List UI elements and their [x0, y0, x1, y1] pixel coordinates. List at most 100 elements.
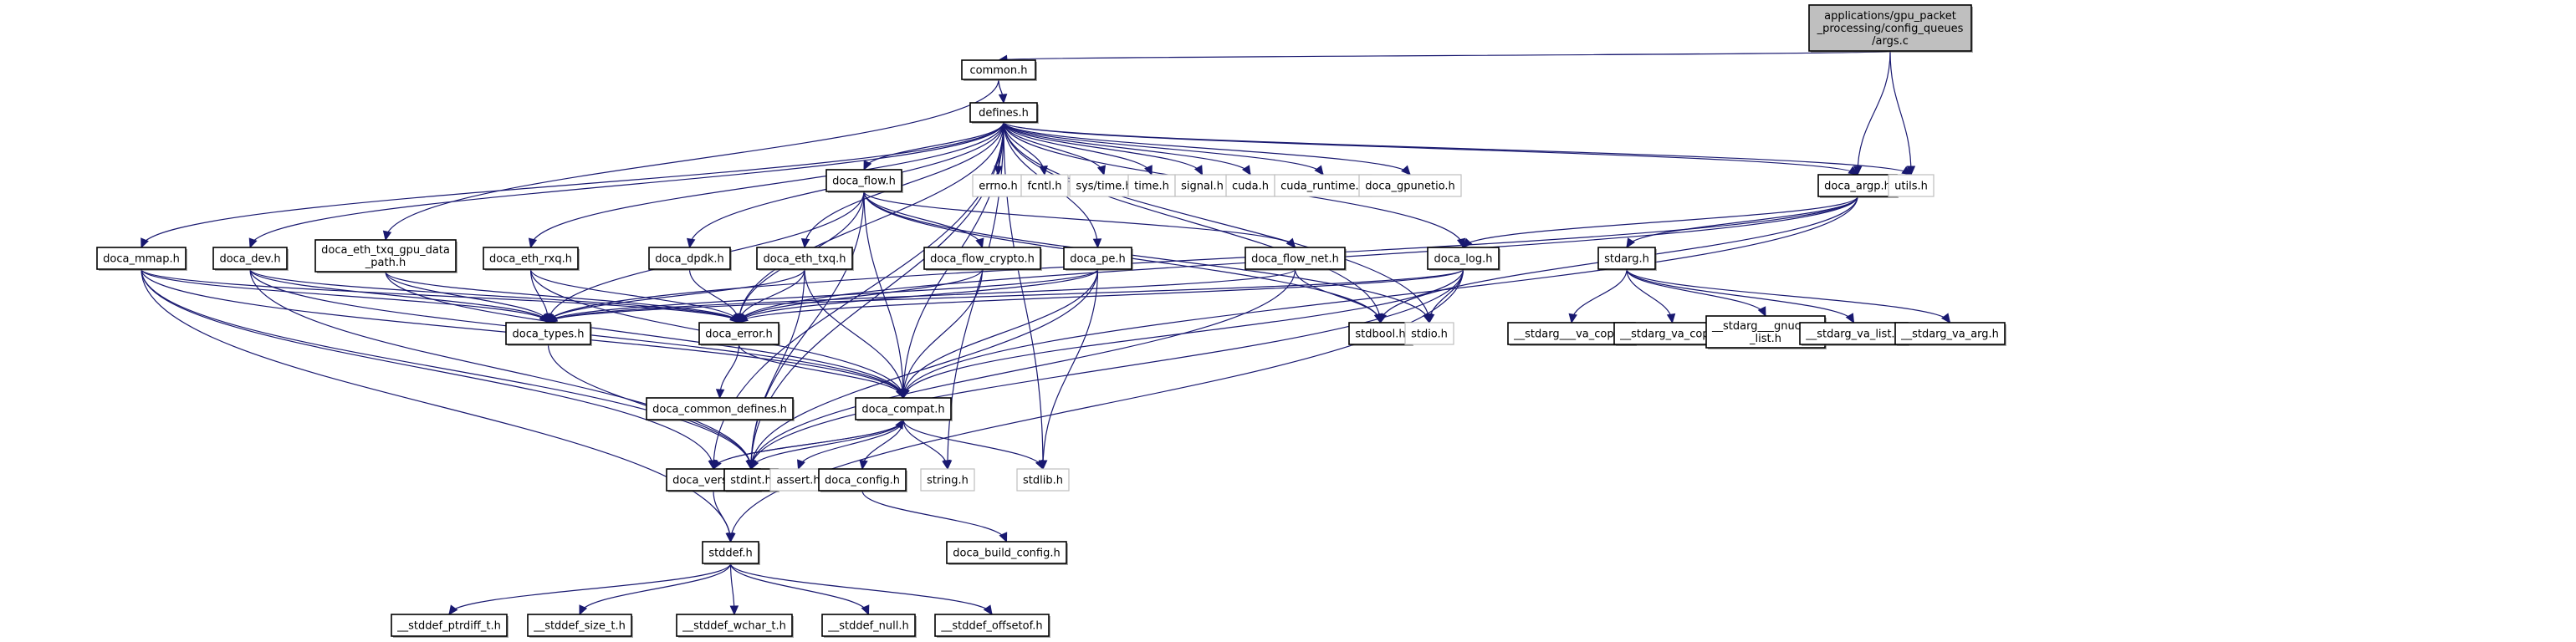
node-common-h[interactable]: common.h	[961, 59, 1037, 81]
node-label: sys/time.h	[1076, 181, 1132, 193]
node-box	[1274, 174, 1372, 197]
arrowhead-doca_flow_net_h-to-stdbool_h	[1373, 313, 1383, 324]
node-doca-flow-net-h[interactable]: doca_flow_net.h	[1245, 247, 1347, 271]
node-box	[920, 468, 975, 492]
arrowhead-doca_compat_h-to-stdint_h	[750, 459, 759, 471]
arrowhead-common_h-to-doca_eth_txq_gpu_data_path_h	[382, 230, 392, 242]
node-label: doca_mmap.h	[103, 253, 180, 266]
node-doca-log-h[interactable]: doca_log.h	[1427, 247, 1500, 271]
node-label: __stddef_wchar_t.h	[682, 620, 786, 633]
node-stdio-h: stdio.h	[1404, 322, 1454, 345]
arrowhead-stdarg_h-to-stdarg_va_arg_h	[1940, 313, 1951, 324]
node-args-c[interactable]: applications/gpu_packet_processing/confi…	[1808, 4, 1973, 53]
node-doca-eth-txq-h[interactable]: doca_eth_txq.h	[756, 247, 854, 271]
arrowhead-stdarg_h-to-stdarg_va_copy_h	[1666, 313, 1676, 324]
node-box	[946, 541, 1067, 564]
node-box	[1888, 174, 1935, 197]
node-label: doca_eth_txq_gpu_data	[321, 244, 450, 257]
node-box	[969, 102, 1038, 123]
node-box	[391, 614, 508, 637]
node-label: doca_config.h	[825, 475, 900, 487]
node-doca-flow-h[interactable]: doca_flow.h	[825, 169, 903, 193]
node-doca-error-h[interactable]: doca_error.h	[698, 322, 780, 346]
node-doca-dev-h[interactable]: doca_dev.h	[212, 247, 289, 271]
edge-doca_pe_h-to-stdlib_h	[1042, 268, 1099, 470]
node-stddef-offsetof-h[interactable]: __stddef_offsetof.h	[934, 614, 1050, 638]
edge-doca_log_h-to-stdint_h	[750, 268, 1464, 470]
node-stddef-size-t-h[interactable]: __stddef_size_t.h	[527, 614, 633, 638]
node-doca-eth-rxq-h[interactable]: doca_eth_rxq.h	[483, 247, 580, 271]
arrowhead-doca_flow_h-to-doca_flow_crypto_h	[975, 237, 984, 249]
node-label: doca_error.h	[705, 329, 772, 341]
edge-doca_dev_h-to-stdint_h	[249, 268, 752, 470]
node-label: doca_pe.h	[1070, 253, 1125, 266]
node-doca-config-h[interactable]: doca_config.h	[818, 468, 907, 492]
edge-defines_h-to-doca_dev_h	[249, 121, 1004, 248]
edge-doca_flow_h-to-doca_compat_h	[863, 191, 904, 399]
node-defines-h[interactable]: defines.h	[969, 102, 1039, 124]
node-label: doca_common_defines.h	[652, 404, 787, 416]
edge-defines_h-to-doca_mmap_h	[141, 121, 1004, 248]
node-label: doca_build_config.h	[953, 548, 1060, 560]
node-stddef-h[interactable]: stddef.h	[702, 541, 760, 565]
node-stddef-wchar-t-h[interactable]: __stddef_wchar_t.h	[676, 614, 794, 638]
edge-doca_eth_txq_gpu_data_path_h-to-doca_compat_h	[385, 271, 904, 399]
node-doca-dpdk-h[interactable]: doca_dpdk.h	[648, 247, 732, 271]
node-doca-mmap-h[interactable]: doca_mmap.h	[96, 247, 187, 271]
node-sys-time-h: sys/time.h	[1069, 174, 1139, 197]
node-doca-build-config-h[interactable]: doca_build_config.h	[946, 541, 1068, 565]
node-box	[1225, 174, 1275, 197]
node-label: doca_gpunetio.h	[1365, 181, 1455, 193]
edge-doca_mmap_h-to-doca_error_h	[141, 268, 740, 324]
node-stdarg-va-list-h[interactable]: __stdarg_va_list.h	[1799, 322, 1909, 346]
node-doca-argp-h[interactable]: doca_argp.h	[1817, 174, 1899, 198]
node-label: cuda.h	[1232, 181, 1269, 193]
node-label: string.h	[927, 475, 969, 487]
node-box	[1358, 174, 1462, 197]
arrowhead-doca_log_h-to-stdio_h	[1425, 313, 1435, 324]
node-label: doca_flow.h	[832, 176, 896, 188]
node-doca-eth-txq-gpu-data-path-h[interactable]: doca_eth_txq_gpu_data_path.h	[314, 239, 457, 273]
arrowhead-doca_compat_h-to-string_h	[942, 459, 951, 471]
edge-common_h-to-doca_eth_txq_gpu_data_path_h	[385, 79, 999, 241]
node-label: doca_eth_txq.h	[763, 253, 846, 266]
edge-defines_h-to-stdbool_h	[1003, 121, 1382, 324]
node-utils-h: utils.h	[1888, 174, 1935, 197]
node-label: __stddef_size_t.h	[533, 620, 626, 633]
node-label: doca_log.h	[1434, 253, 1492, 266]
edge-doca_argp_h-to-doca_types_h	[547, 196, 1858, 324]
node-doca-compat-h[interactable]: doca_compat.h	[855, 397, 953, 421]
node-label: stdarg.h	[1604, 253, 1649, 266]
node-doca-types-h[interactable]: doca_types.h	[505, 322, 592, 346]
arrowhead-doca_pe_h-to-doca_error_h	[738, 313, 749, 324]
edge-defines_h-to-doca_eth_rxq_h	[529, 121, 1004, 248]
edge-defines_h-to-stdio_h	[1003, 121, 1430, 324]
node-label: applications/gpu_packet	[1824, 10, 1956, 23]
node-label: _list.h	[1749, 333, 1781, 345]
edge-doca_mmap_h-to-stddef_h	[141, 268, 732, 543]
edge-doca_log_h-to-stddef_h	[729, 268, 1464, 543]
node-label: doca_types.h	[512, 329, 584, 341]
node-doca-flow-crypto-h[interactable]: doca_flow_crypto.h	[923, 247, 1042, 271]
node-fcntl-h: fcntl.h	[1020, 174, 1069, 197]
node-stdarg-h[interactable]: stdarg.h	[1597, 247, 1657, 271]
node-stddef-null-h[interactable]: __stddef_null.h	[821, 614, 917, 638]
edge-doca_compat_h-to-assert_h	[797, 419, 904, 470]
node-stdbool-h[interactable]: stdbool.h	[1348, 322, 1413, 346]
edge-doca_pe_h-to-doca_types_h	[547, 268, 1099, 324]
arrowhead-doca_compat_h-to-stdlib_h	[1035, 459, 1044, 471]
node-label: __stdarg___va_copy.h	[1513, 329, 1629, 341]
node-box	[855, 397, 952, 420]
node-box	[1348, 322, 1413, 345]
node-doca-pe-h[interactable]: doca_pe.h	[1063, 247, 1133, 271]
edge-stdarg_h-to-stdarg_va_arg_h	[1626, 268, 1951, 324]
node-doca-common-defines-h[interactable]: doca_common_defines.h	[646, 397, 795, 421]
edge-doca_eth_txq_gpu_data_path_h-to-doca_types_h	[385, 271, 549, 324]
node-box	[821, 614, 916, 637]
node-box	[1016, 468, 1070, 492]
node-box	[483, 247, 579, 270]
node-stddef-ptrdiff-t-h[interactable]: __stddef_ptrdiff_t.h	[391, 614, 509, 638]
node-stdarg-va-arg-h[interactable]: __stdarg_va_arg.h	[1894, 322, 2006, 346]
node-box	[825, 169, 902, 192]
